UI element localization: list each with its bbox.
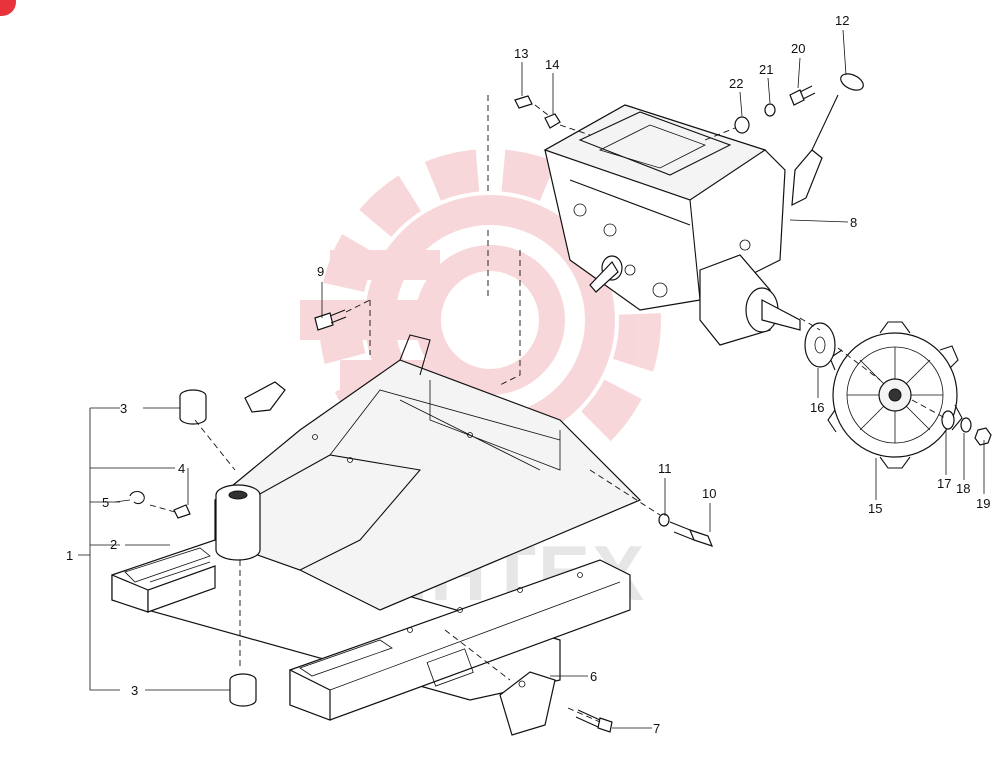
washer-22 [734, 116, 750, 134]
bolt-9 [314, 309, 347, 331]
callout-7: 7 [653, 721, 660, 736]
nut-14 [544, 113, 561, 129]
callout-18: 18 [956, 481, 970, 496]
clip-5 [129, 490, 145, 505]
thrust-washer [804, 322, 836, 368]
chassis-frame [111, 334, 642, 721]
grease-nipple [173, 504, 191, 519]
callout-16: 16 [810, 400, 824, 415]
callout-22: 22 [729, 76, 743, 91]
callout-19: 19 [976, 496, 990, 511]
cover-plate [499, 671, 556, 736]
callout-13: 13 [514, 46, 528, 61]
bolt-10 [688, 529, 714, 547]
callout-1: 1 [66, 548, 73, 563]
callout-4: 4 [178, 461, 185, 476]
callout-10: 10 [702, 486, 716, 501]
bushing-upper [179, 389, 207, 425]
callout-14: 14 [545, 57, 559, 72]
callout-8: 8 [850, 215, 857, 230]
corner-badge [0, 0, 16, 16]
callout-15: 15 [868, 501, 882, 516]
bolt-20 [789, 89, 805, 106]
callout-11: 11 [658, 461, 672, 476]
callout-9: 9 [317, 264, 324, 279]
callout-21: 21 [759, 62, 773, 77]
callout-12: 12 [835, 13, 849, 28]
callout-3-upper: 3 [120, 401, 127, 416]
transmission-housing [543, 73, 864, 346]
leader-lines [78, 29, 985, 729]
washer-17 [941, 410, 955, 430]
bushing-lower [229, 673, 257, 707]
bolt-7 [597, 717, 613, 733]
callout-17: 17 [937, 476, 951, 491]
sprocket-wheel [827, 321, 963, 469]
pin-13 [514, 95, 533, 109]
callout-3-lower: 3 [131, 683, 138, 698]
callout-2: 2 [110, 537, 117, 552]
lock-washer-21 [764, 103, 776, 117]
callout-5: 5 [102, 495, 109, 510]
callout-6: 6 [590, 669, 597, 684]
nut-19 [974, 427, 992, 446]
washer-11 [658, 513, 670, 527]
lock-washer-18 [960, 417, 972, 433]
callout-20: 20 [791, 41, 805, 56]
